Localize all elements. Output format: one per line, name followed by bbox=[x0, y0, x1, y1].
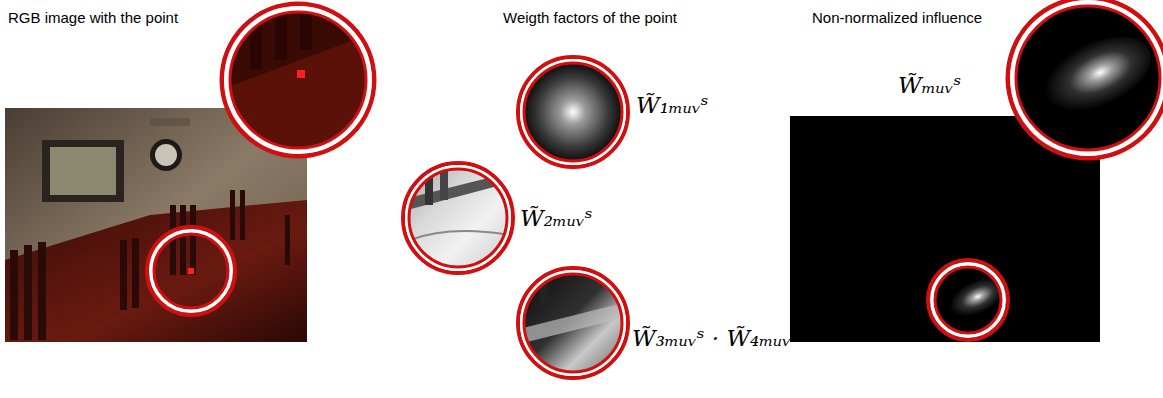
math-label: W̃ₘᵤᵥˢ bbox=[898, 72, 961, 98]
weight-map bbox=[518, 57, 628, 167]
weight-map bbox=[515, 265, 635, 385]
weight-map bbox=[400, 160, 520, 280]
math-label: W̃₁ₘᵤᵥˢ bbox=[636, 92, 708, 118]
panel-heading: RGB image with the point bbox=[8, 9, 178, 26]
zoom-photo bbox=[220, 0, 380, 160]
influence-zoom bbox=[1008, 0, 1163, 160]
zoom-ring bbox=[222, 4, 374, 156]
math-label: W̃₃ₘᵤᵥˢ · W̃₄ₘᵤᵥˢ bbox=[632, 325, 799, 351]
math-label: W̃₂ₘᵤᵥˢ bbox=[520, 205, 592, 231]
panel-heading: Non-normalized influence bbox=[812, 9, 982, 26]
panel-heading: Weigth factors of the point bbox=[503, 9, 677, 26]
zoom-ring bbox=[147, 227, 235, 315]
